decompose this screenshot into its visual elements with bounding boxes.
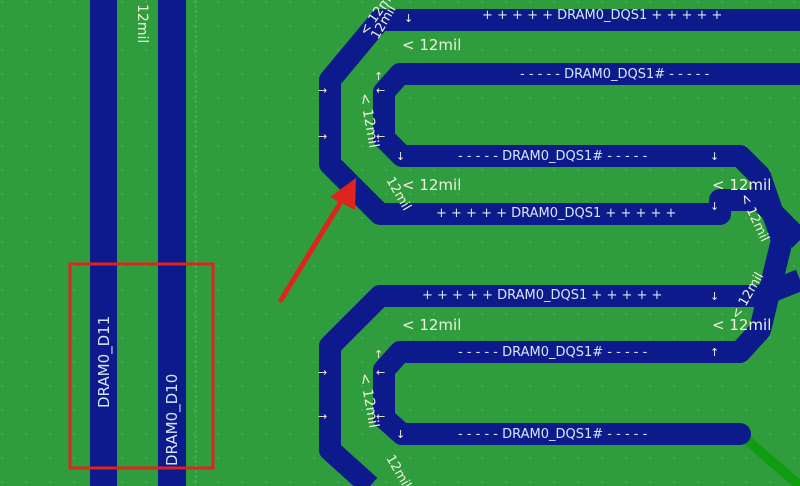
arrow-left-icon: ← — [376, 84, 385, 97]
arrow-up-icon: ↑ — [374, 70, 383, 83]
net-label-d11: DRAM0_D11 — [95, 316, 114, 408]
arrow-right-icon: → — [318, 410, 327, 423]
constraint-spacing-3: < 12mil — [402, 316, 461, 334]
arrow-left-icon: ← — [376, 130, 385, 143]
constraint-spacing-2: < 12mil — [402, 176, 461, 194]
constraint-spacing-5: < 12mil — [712, 316, 771, 334]
arrow-up-icon: ↑ — [374, 348, 383, 361]
arrow-down-icon: ↓ — [710, 290, 719, 303]
arrow-down-icon: ↓ — [710, 200, 719, 213]
constraint-vertical-top: 12mil — [134, 4, 150, 43]
trace-dram0-dqs1-p[interactable] — [319, 9, 800, 248]
trace-dram0-d10[interactable] — [158, 0, 186, 486]
net-label-dqs1-mid: + + + + + DRAM0_DQS1 + + + + + — [436, 206, 676, 221]
arrow-right-icon: → — [318, 84, 327, 97]
arrow-down-icon: ↓ — [396, 150, 405, 163]
arrow-down-icon: ↓ — [710, 150, 719, 163]
green-wire[interactable] — [736, 430, 800, 486]
net-label-dqs1-lower: + + + + + DRAM0_DQS1 + + + + + — [422, 288, 662, 303]
net-label-dqs1n-bottom: - - - - - DRAM0_DQS1# - - - - - — [458, 427, 648, 442]
trace-dram0-dqs1-n[interactable] — [373, 63, 800, 445]
arrow-down-icon: ↓ — [404, 12, 413, 25]
arrow-up-icon: ↑ — [710, 346, 719, 359]
constraint-spacing-1: < 12mil — [402, 36, 461, 54]
net-label-dqs1-top: + + + + + DRAM0_DQS1 + + + + + — [482, 8, 722, 23]
highlight-box — [68, 262, 215, 470]
trace-dram0-d11[interactable] — [90, 0, 117, 486]
net-label-dqs1n-lower: - - - - - DRAM0_DQS1# - - - - - — [458, 345, 648, 360]
net-label-d10: DRAM0_D10 — [163, 374, 182, 466]
arrow-right-icon: → — [318, 130, 327, 143]
arrow-left-icon: ← — [376, 366, 385, 379]
arrow-down-icon: ↓ — [396, 428, 405, 441]
arrow-left-icon: ← — [376, 410, 385, 423]
net-label-dqs1n-top: - - - - - DRAM0_DQS1# - - - - - — [520, 67, 710, 82]
pointer-arrow-shaft — [278, 197, 345, 303]
pointer-arrow-icon — [330, 178, 356, 210]
arrow-right-icon: → — [318, 366, 327, 379]
constraint-spacing-4: < 12mil — [712, 176, 771, 194]
net-label-dqs1n-mid: - - - - - DRAM0_DQS1# - - - - - — [458, 149, 648, 164]
